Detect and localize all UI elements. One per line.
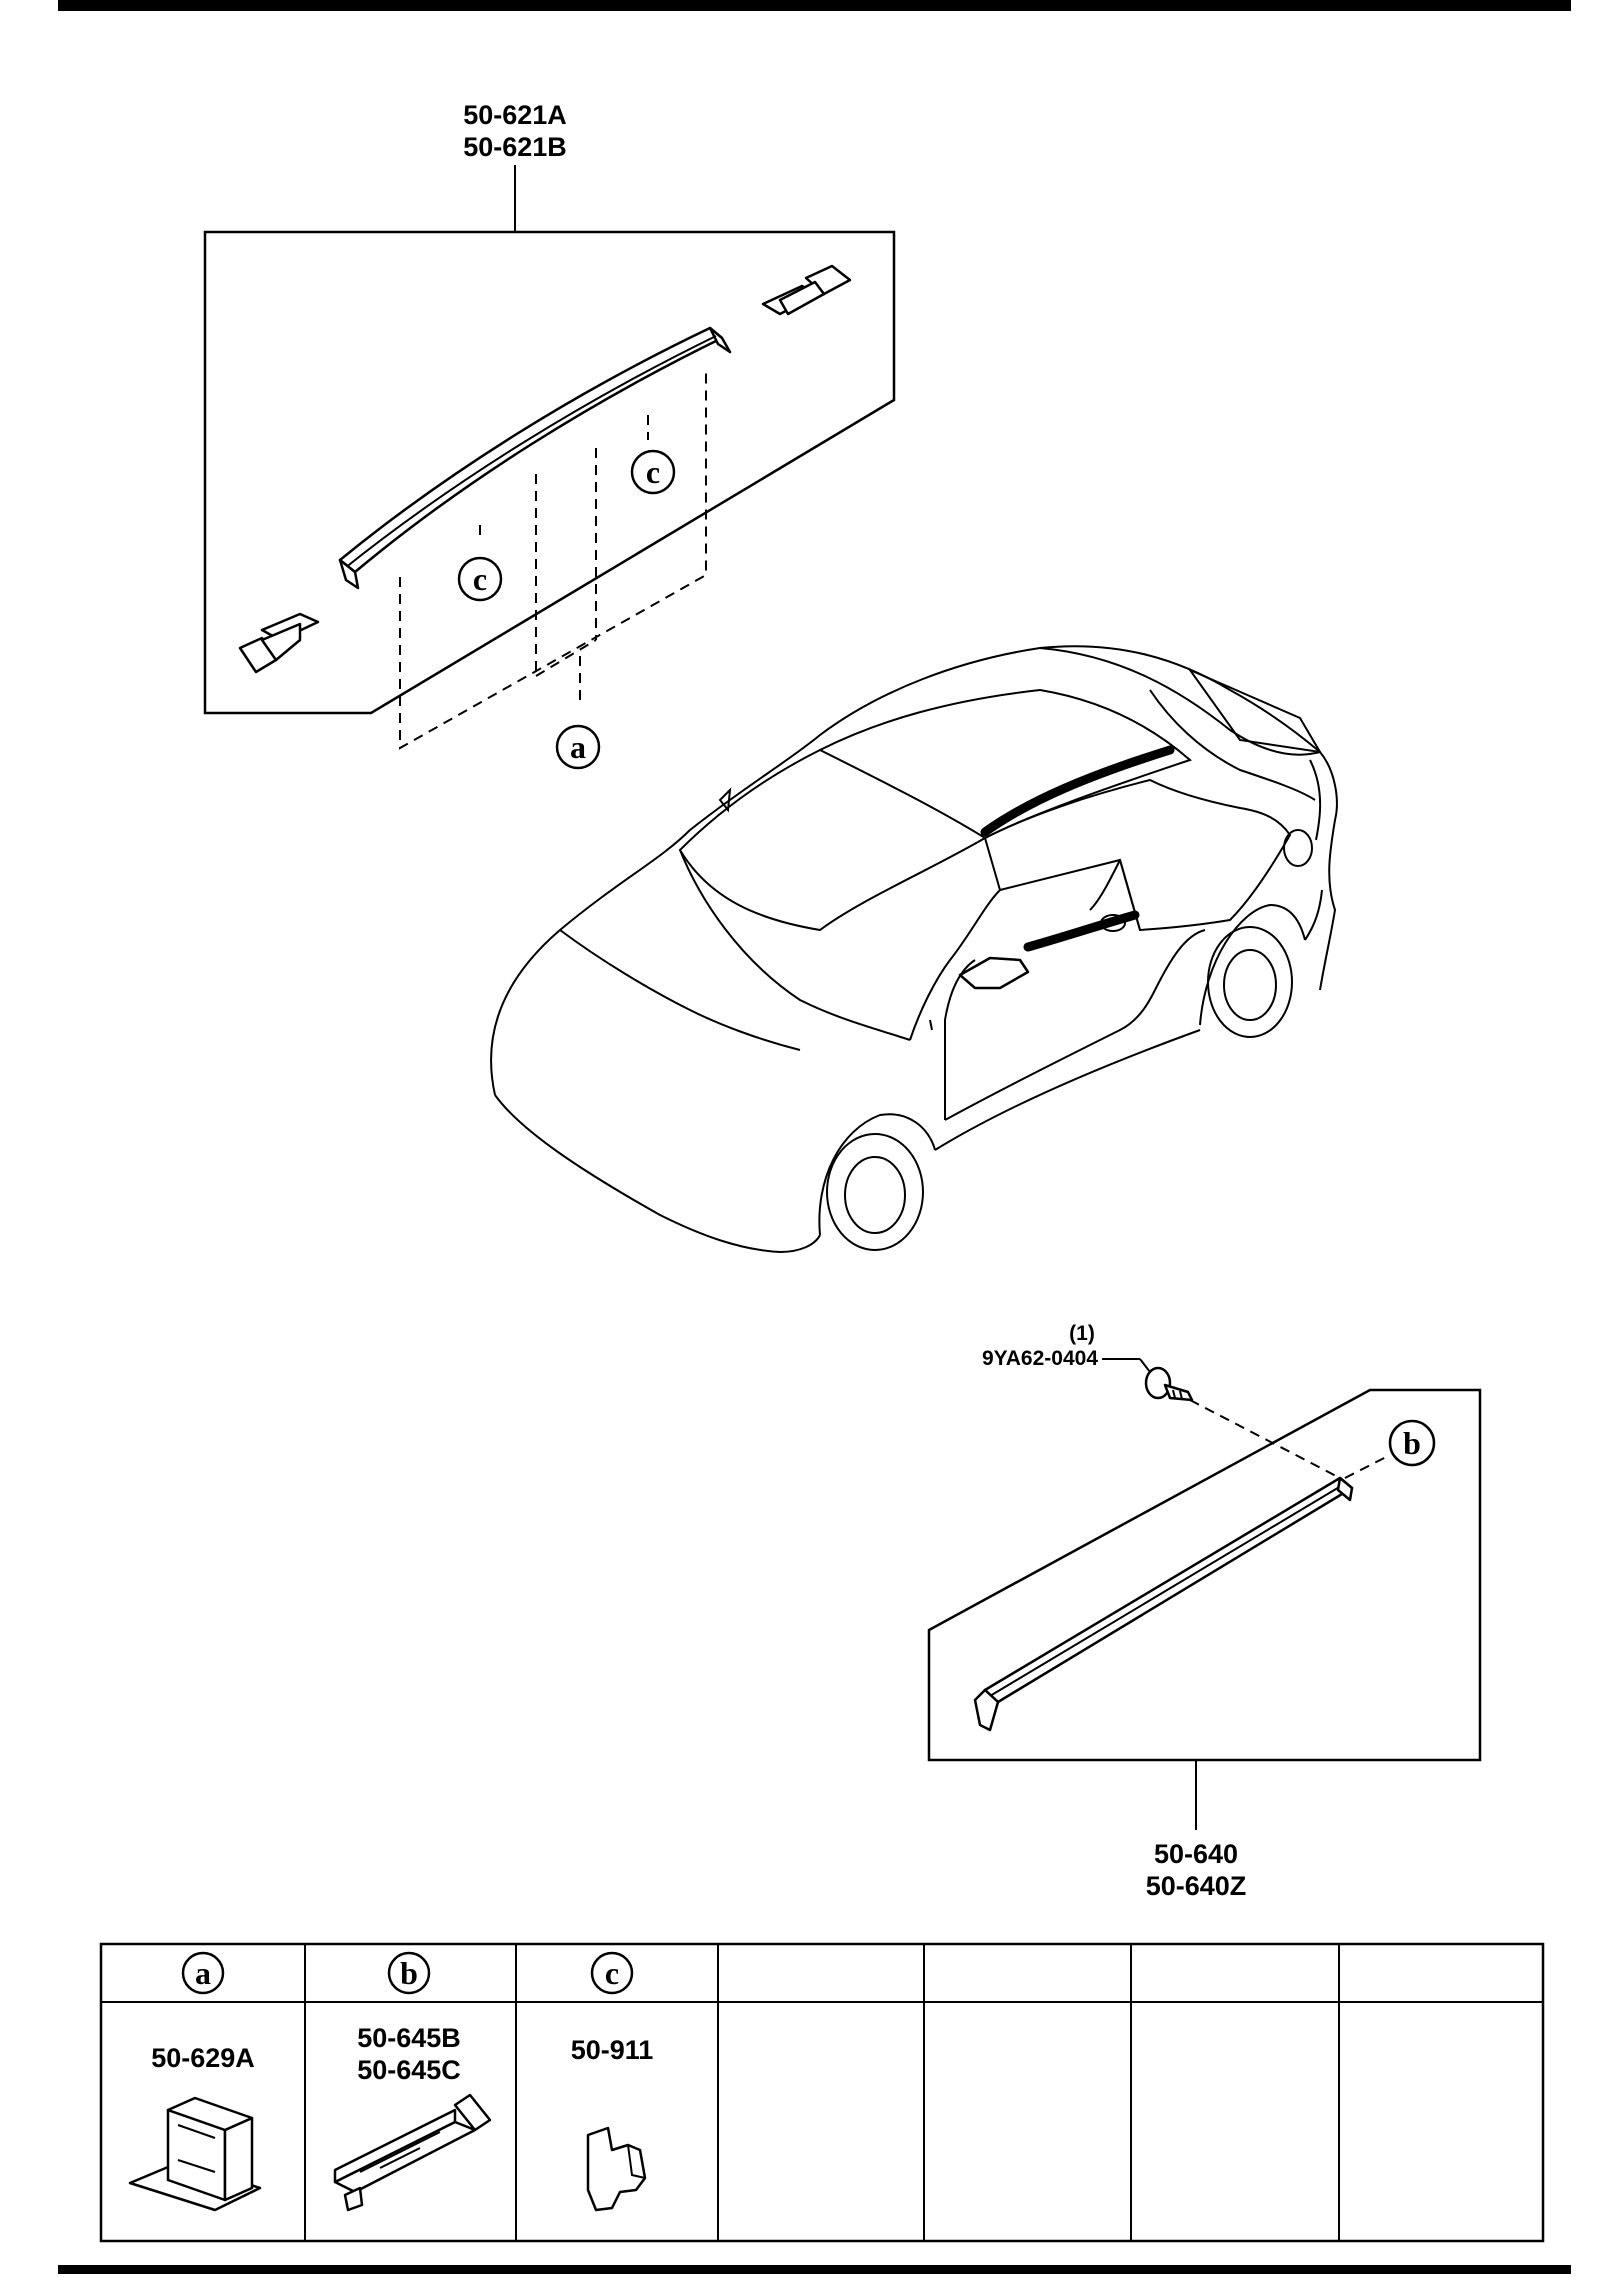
screw-leader-line [1189,1399,1341,1479]
bottom-border-rule [58,2265,1571,2274]
legend-marker-c: c [605,1955,619,1991]
roof-molding-part-number-b: 50-621B [463,132,567,162]
svg-text:b: b [1403,1425,1421,1461]
legend-marker-b: b [400,1955,418,1991]
top-border-rule [58,0,1571,11]
svg-text:c: c [646,454,660,490]
door-molding-group-box [927,1388,1482,1762]
screw-part-number: 9YA62-0404 [982,1347,1098,1370]
retainer-clip-a-drawing [128,2096,262,2212]
legend-column-b: b 50-645B 50-645C [333,1951,492,2212]
legend-part-c-1: 50-911 [571,2035,654,2065]
roof-molding-callout: 50-621A 50-621B [463,100,567,232]
svg-text:c: c [473,561,487,597]
door-molding-strip [973,1476,1354,1732]
screw [1144,1366,1194,1402]
roof-clip-leader-lines [399,367,707,750]
legend-column-c: c 50-911 [571,1951,654,2212]
marker-c-lower: c [457,556,503,602]
legend-part-a-1: 50-629A [151,2043,255,2073]
car-illustration [490,645,1338,1254]
screw-quantity: (1) [1069,1322,1095,1345]
screw-callout: (1) 9YA62-0404 [982,1322,1151,1373]
marker-c-upper: c [630,449,676,495]
legend-marker-a: a [195,1955,211,1991]
door-molding-part-number-a: 50-640 [1154,1839,1238,1869]
door-molding-part-number-b: 50-640Z [1146,1871,1247,1901]
marker-b: b [1388,1419,1436,1467]
retainer-clip-c-drawing [586,2126,647,2212]
roof-molding-front-clip [238,612,320,674]
roof-molding-strip [338,326,732,590]
parts-legend-table [99,1942,1545,2243]
legend-part-b-2: 50-645C [357,2055,461,2085]
roof-molding-group-box [203,230,896,715]
door-molding-callout: 50-640 50-640Z [1146,1760,1247,1901]
legend-part-b-1: 50-645B [357,2023,461,2053]
svg-text:a: a [570,729,586,765]
retainer-clip-b-drawing [333,2093,492,2212]
roof-molding-part-number-a: 50-621A [463,100,567,130]
legend-column-a: a 50-629A [128,1951,262,2212]
roof-molding-rear-clip [761,264,852,316]
marker-a: a [555,724,601,770]
